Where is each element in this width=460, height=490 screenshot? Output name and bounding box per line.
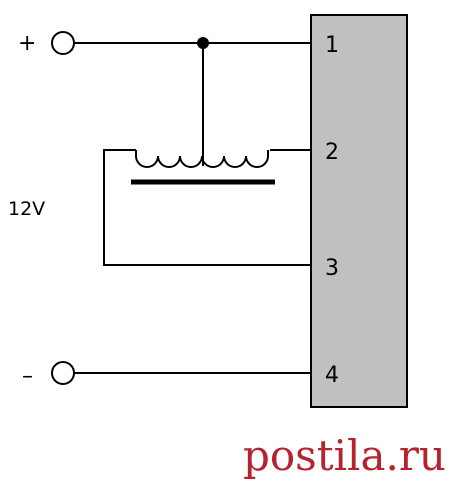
voltage-label: 12V <box>8 198 45 220</box>
negative-terminal <box>51 361 75 385</box>
pin-label-4: 4 <box>325 363 339 388</box>
coil-winding <box>135 150 269 168</box>
pin-label-3: 3 <box>325 256 339 281</box>
connector-block <box>310 14 408 408</box>
pin-label-2: 2 <box>325 140 339 165</box>
negative-terminal-symbol: – <box>22 364 33 389</box>
pin-label-1: 1 <box>325 33 339 58</box>
loop-wire <box>103 149 311 266</box>
watermark: postila.ru <box>243 431 446 480</box>
positive-terminal <box>51 31 75 55</box>
positive-terminal-symbol: + <box>18 31 36 56</box>
